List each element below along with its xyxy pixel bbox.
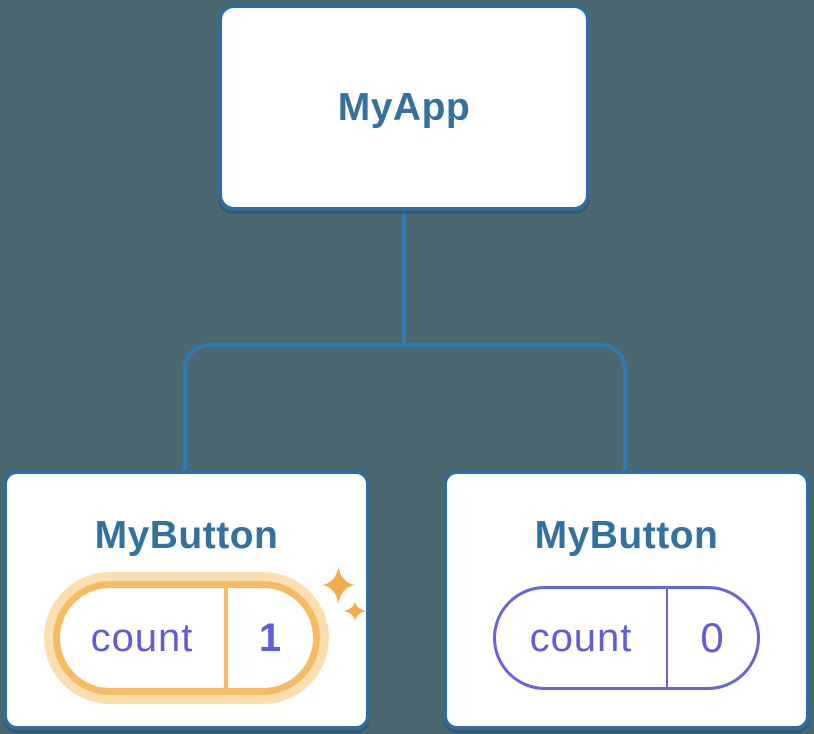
- node-label: MyApp: [337, 86, 471, 129]
- node-label: MyButton: [534, 514, 719, 557]
- sparkle-icon-large: [322, 566, 355, 604]
- sparkle-icon-small: [343, 601, 367, 621]
- state-value: 0: [700, 614, 725, 661]
- state-value-cell: 0: [668, 589, 757, 687]
- node-mybutton-1: MyButton count 1: [3, 470, 370, 730]
- state-value-cell: 1: [228, 588, 313, 688]
- node-myapp: MyApp: [218, 4, 590, 211]
- connector-root-stem: [402, 208, 406, 346]
- state-key: count: [90, 616, 194, 660]
- state-pill: count 0: [493, 586, 760, 690]
- state-pill-highlighted: count 1: [53, 581, 320, 695]
- node-mybutton-2: MyButton count 0: [443, 470, 810, 730]
- connector-branch: [183, 343, 627, 473]
- state-key: count: [529, 616, 633, 660]
- state-key-cell: count: [496, 589, 666, 687]
- pill-divider: [224, 588, 228, 688]
- state-value: 1: [258, 616, 283, 660]
- node-label: MyButton: [94, 514, 279, 557]
- pill-divider: [666, 589, 668, 687]
- state-key-cell: count: [60, 588, 224, 688]
